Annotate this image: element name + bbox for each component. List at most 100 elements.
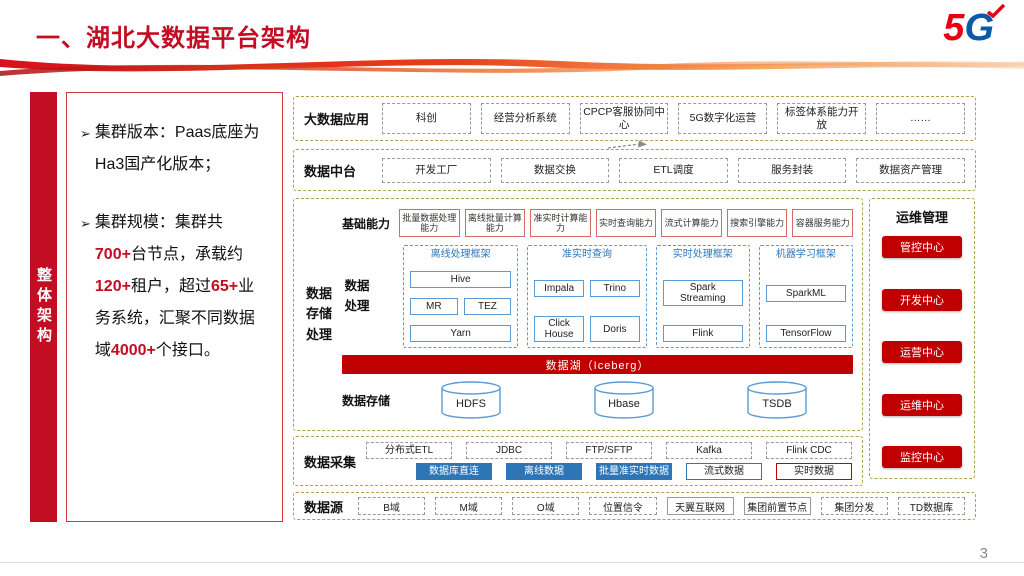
collect-item: 批量准实时数据 (596, 463, 672, 480)
logo-5g: 5G (943, 4, 1006, 50)
layer-data-collection: 数据采集 分布式ETL JDBC FTP/SFTP Kafka Flink CD… (293, 436, 863, 486)
page-number: 3 (979, 545, 988, 562)
framework-item: Yarn (410, 325, 512, 342)
decorative-ribbon (0, 58, 1024, 76)
capability-item: 容器服务能力 (792, 209, 854, 237)
app-item: …… (876, 103, 965, 134)
collect-item: 分布式ETL (366, 442, 452, 459)
app-item: 标签体系能力开放 (777, 103, 867, 134)
bullet-cluster-scale: ➢ 集群规模：集群共700+台节点，承载约120+租户，超过65+业务系统，汇聚… (80, 207, 269, 367)
basic-capability-row: 基础能力 批量数据处理能力 离线批量计算能力 准实时计算能力 实时查询能力 流式… (342, 208, 854, 238)
framework-item: Flink (662, 325, 743, 342)
collect-item: 数据库直连 (416, 463, 492, 480)
capability-item: 流式计算能力 (661, 209, 722, 237)
framework-group-title: 实时处理框架 (672, 249, 733, 260)
summary-panel: ➢ 集群版本：Paas底座为Ha3国产化版本； ➢ 集群规模：集群共700+台节… (66, 92, 283, 522)
database-cylinder-icon: Hbase (593, 381, 654, 419)
source-item: 天翼互联网 (666, 497, 734, 515)
framework-item: Hive (410, 271, 512, 288)
ops-panel-title: 运维管理 (895, 210, 948, 225)
basic-capability-label: 基础能力 (342, 216, 391, 231)
ops-button-operation-center: 运营中心 (882, 341, 962, 363)
source-item: 集团前置节点 (743, 497, 811, 515)
collect-item: JDBC (466, 442, 552, 459)
collect-item: 实时数据 (776, 463, 852, 480)
app-item: 5G数字化运营 (678, 103, 768, 134)
framework-item: TEZ (463, 298, 512, 315)
framework-item: Trino (589, 280, 640, 297)
layer-label: 大数据应用 (304, 112, 370, 127)
framework-group-realtime: 实时处理框架 Spark Streaming Flink (655, 245, 750, 348)
mid-item: 数据资产管理 (856, 157, 965, 183)
mid-item: ETL调度 (619, 157, 728, 183)
framework-group-title: 离线处理框架 (430, 249, 491, 260)
bullet-marker-icon: ➢ (80, 126, 91, 141)
framework-item: TensorFlow (765, 325, 846, 342)
framework-item: MR (410, 298, 458, 315)
collect-rows: 分布式ETL JDBC FTP/SFTP Kafka Flink CDC 数据库… (366, 442, 852, 480)
framework-item: Impala (534, 280, 584, 297)
bullet-text: 集群规模：集群共700+台节点，承载约120+租户，超过65+业务系统，汇聚不同… (94, 214, 255, 359)
framework-item: Doris (589, 316, 640, 342)
data-lake-bar: 数据湖（Iceberg） (342, 355, 853, 374)
capability-item: 离线批量计算能力 (464, 209, 526, 237)
collect-row-2: 数据库直连 离线数据 批量准实时数据 流式数据 实时数据 (366, 463, 852, 480)
flow-arrow-icon (607, 140, 647, 149)
framework-group-offline: 离线处理框架 Hive MR TEZ Yarn (403, 245, 519, 348)
framework-group-title: 准实时查询 (561, 249, 612, 260)
ops-management-panel: 运维管理 管控中心 开发中心 运营中心 运维中心 监控中心 (869, 198, 975, 479)
source-item: B域 (358, 497, 426, 515)
ops-buttons: 管控中心 开发中心 运营中心 运维中心 监控中心 (870, 226, 974, 468)
database-label: HDFS (456, 398, 486, 410)
mid-item: 服务封装 (737, 157, 847, 183)
source-item: O域 (512, 497, 580, 515)
framework-item: Spark Streaming (662, 280, 743, 306)
database-cylinders: HDFS Hbase TSDB (394, 380, 853, 420)
layer-storage-processing: 数据存储处理 基础能力 批量数据处理能力 离线批量计算能力 准实时计算能力 实时… (293, 198, 863, 431)
ops-button-monitor-center: 监控中心 (882, 446, 962, 468)
source-item: 集团分发 (820, 497, 888, 515)
storage-content: 基础能力 批量数据处理能力 离线批量计算能力 准实时计算能力 实时查询能力 流式… (342, 208, 854, 421)
framework-group-title: 机器学习框架 (775, 249, 836, 260)
mid-item: 开发工厂 (382, 157, 491, 183)
collect-item: 离线数据 (506, 463, 582, 480)
framework-group-nearline-query: 准实时查询 Impala Trino Click House Doris (527, 245, 647, 348)
logo-check-icon (986, 4, 1006, 18)
layer-label: 数据存储处理 (305, 285, 332, 342)
capability-item: 搜索引擎能力 (726, 209, 788, 237)
app-item: 科创 (382, 103, 471, 134)
layer-data-source: 数据源 B域 M域 O域 位置信令 天翼互联网 集团前置节点 集团分发 TD数据… (293, 492, 976, 520)
framework-group-ml: 机器学习框架 SparkML TensorFlow (758, 245, 853, 348)
logo-5: 5 (943, 7, 965, 49)
source-item: M域 (435, 497, 503, 515)
collect-item: Flink CDC (766, 442, 852, 459)
layer-data-middle-platform: 数据中台 开发工厂 数据交换 ETL调度 服务封装 数据资产管理 (293, 149, 976, 191)
layer-label: 数据采集 (304, 454, 357, 470)
storage-label: 数据存储 (342, 393, 391, 408)
source-item: TD数据库 (897, 497, 965, 515)
layer-big-data-apps: 大数据应用 科创 经营分析系统 CPCP客服协同中心 5G数字化运营 标签体系能… (293, 96, 976, 141)
collect-item: FTP/SFTP (566, 442, 652, 459)
processing-row: 数据处理 离线处理框架 Hive MR TEZ Yarn 准实时查询 Impal… (342, 245, 853, 348)
collect-row-1: 分布式ETL JDBC FTP/SFTP Kafka Flink CDC (366, 442, 852, 459)
bullet-cluster-version: ➢ 集群版本：Paas底座为Ha3国产化版本； (80, 117, 269, 181)
capability-item: 实时查询能力 (595, 209, 657, 237)
bullet-text: 集群版本：Paas底座为Ha3国产化版本； (94, 124, 260, 173)
ops-button-control-center: 管控中心 (882, 236, 962, 258)
mid-item: 数据交换 (500, 157, 610, 183)
processing-label: 数据处理 (344, 279, 370, 313)
framework-item: Click House (534, 316, 584, 342)
storage-row: 数据存储 HDFS Hbase TSDB (342, 379, 853, 421)
sidebar-tab: 整体架构 (30, 92, 57, 522)
capability-item: 批量数据处理能力 (399, 209, 460, 237)
footer-divider (0, 561, 1024, 563)
framework-item: SparkML (765, 284, 846, 302)
database-cylinder-icon: TSDB (746, 381, 807, 419)
source-item: 位置信令 (589, 497, 657, 515)
app-item: 经营分析系统 (480, 103, 570, 134)
app-item: CPCP客服协同中心 (579, 103, 669, 134)
bullet-marker-icon: ➢ (80, 216, 91, 231)
layer-label: 数据中台 (304, 163, 357, 179)
database-label: Hbase (608, 398, 640, 410)
